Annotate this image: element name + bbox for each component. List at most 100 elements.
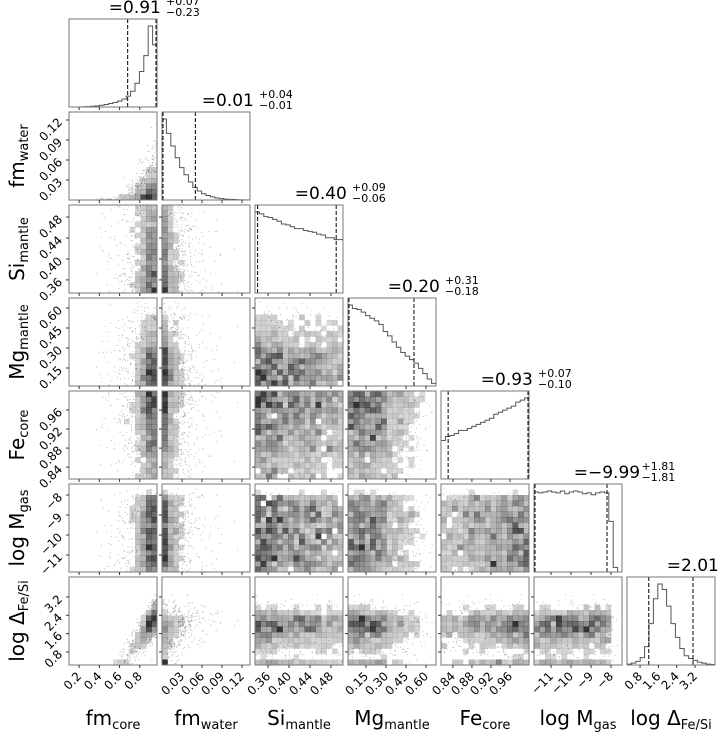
density-cell (304, 380, 311, 387)
density-cell (299, 626, 305, 633)
sample-point (209, 613, 211, 615)
sample-point (178, 474, 180, 476)
sample-point (189, 274, 191, 276)
sample-point (152, 307, 154, 309)
density-cell (403, 418, 409, 425)
density-cell (359, 555, 365, 562)
sample-point (301, 302, 303, 304)
density-cell (173, 440, 179, 447)
sample-point (175, 328, 177, 330)
sample-point (170, 645, 172, 647)
density-cell (315, 457, 322, 463)
sample-point (409, 423, 411, 425)
density-cell (337, 539, 344, 545)
density-cell (490, 555, 497, 562)
density-cell (397, 506, 404, 512)
sample-point (131, 512, 133, 514)
sample-point (458, 615, 461, 617)
sample-point (286, 319, 288, 321)
sample-point (126, 420, 128, 422)
density-cell (353, 440, 360, 447)
density-cell (321, 364, 327, 370)
sample-point (390, 612, 392, 614)
density-cell (326, 626, 333, 633)
sample-point (414, 633, 416, 635)
density-cell (474, 544, 480, 551)
sample-point (181, 634, 183, 636)
sample-point (154, 603, 156, 605)
sample-point (333, 604, 336, 606)
sample-point (215, 629, 217, 632)
density-cell (118, 659, 125, 666)
sample-point (352, 651, 354, 653)
sample-point (138, 269, 140, 271)
sample-point (175, 605, 177, 607)
sample-point (134, 234, 136, 237)
density-cell (364, 522, 371, 529)
sample-point (369, 657, 371, 659)
sample-point (184, 383, 186, 385)
density-cell (162, 429, 168, 436)
sample-point (164, 306, 166, 308)
sample-point (182, 434, 184, 436)
density-cell (260, 380, 267, 387)
sample-point (184, 269, 187, 271)
sample-point (217, 527, 219, 529)
density-cell (496, 550, 502, 556)
sample-point (446, 547, 449, 549)
sample-point (148, 637, 150, 639)
sample-point (146, 643, 148, 645)
density-cell (293, 429, 300, 436)
sample-point (328, 601, 330, 603)
sample-point (188, 290, 190, 292)
sample-point (189, 353, 191, 355)
density-cell (146, 221, 152, 228)
sample-point (173, 333, 175, 336)
density-cell (140, 396, 147, 403)
sample-point (418, 625, 420, 627)
density-cell (326, 610, 333, 616)
sample-point (188, 605, 190, 607)
sample-point (137, 252, 139, 254)
density-cell (140, 500, 147, 507)
sample-point (182, 517, 184, 519)
density-cell (266, 643, 272, 649)
sample-point (184, 528, 186, 530)
sample-point (255, 317, 257, 320)
sample-point (110, 440, 112, 442)
sample-point (126, 209, 128, 211)
sample-point (508, 604, 510, 607)
sample-point (287, 608, 289, 610)
sample-point (179, 630, 181, 632)
density-cell (260, 462, 267, 469)
density-cell (452, 555, 458, 562)
density-cell (173, 418, 179, 425)
density-cell (151, 561, 158, 567)
sample-point (189, 383, 192, 385)
sample-point (137, 185, 139, 188)
density-cell (173, 369, 179, 376)
sample-point (195, 518, 197, 520)
sample-point (122, 556, 124, 558)
sample-point (236, 549, 239, 551)
sample-point (131, 321, 134, 323)
sample-point (496, 646, 499, 649)
sample-point (371, 641, 373, 643)
density-cell (255, 347, 261, 354)
sample-point (124, 557, 126, 559)
sample-point (461, 527, 463, 529)
sample-point (168, 656, 170, 658)
sample-point (184, 545, 186, 547)
density-cell (414, 626, 420, 633)
sample-point (426, 494, 428, 496)
density-cell (299, 468, 305, 474)
density-cell (381, 429, 387, 436)
sample-point (418, 532, 420, 534)
density-cell (501, 500, 508, 507)
sample-point (181, 618, 183, 620)
sample-point (213, 621, 215, 623)
sample-point (199, 282, 201, 284)
density-cell (397, 561, 404, 567)
sample-point (143, 170, 145, 172)
sample-point (119, 242, 121, 245)
